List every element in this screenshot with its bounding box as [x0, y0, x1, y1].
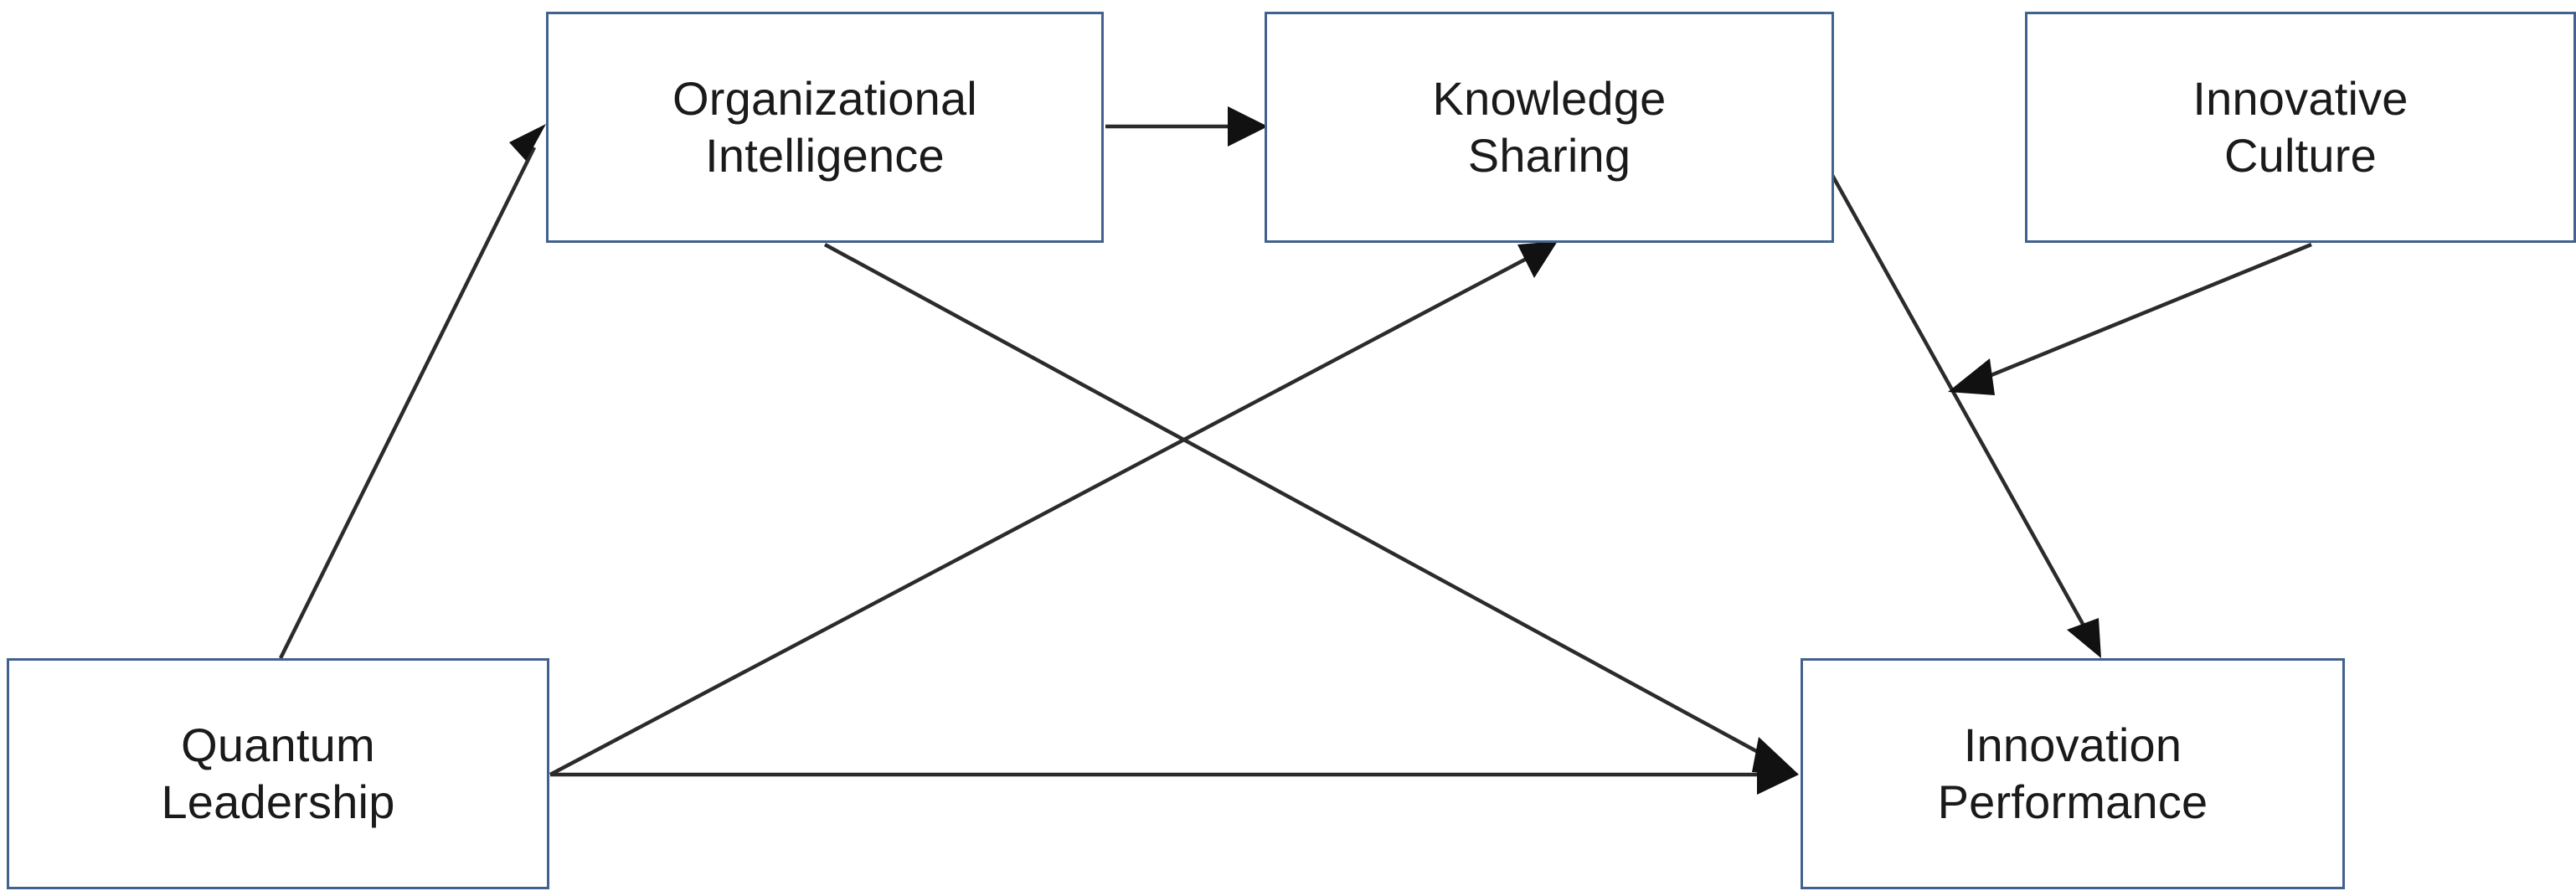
node-label-innovative-culture: Innovative Culture [2192, 71, 2409, 182]
edge-quantum-leadership-to-knowledge-sharing [549, 241, 1558, 776]
node-label-innovation-performance: Innovation Performance [1937, 718, 2208, 828]
edge-innovative-culture-moderator [1948, 242, 2312, 395]
edge-knowledge-sharing-to-innovation-performance [1804, 126, 2101, 658]
arrowhead-icon [1948, 358, 1995, 395]
arrowhead-icon [1517, 241, 1558, 278]
node-quantum-leadership[interactable]: Quantum Leadership [7, 658, 549, 889]
node-organizational-intelligence[interactable]: Organizational Intelligence [546, 12, 1104, 243]
edge-organizational-intelligence-to-innovation-performance [823, 243, 1799, 775]
arrowhead-icon [1757, 754, 1799, 795]
edge-quantum-leadership-to-organizational-intelligence [278, 124, 546, 660]
edge-quantum-leadership-to-innovation-performance [550, 754, 1799, 795]
arrowhead-icon [1228, 106, 1268, 147]
node-knowledge-sharing[interactable]: Knowledge Sharing [1265, 12, 1834, 243]
edge-line [549, 253, 1536, 776]
node-label-organizational-intelligence: Organizational Intelligence [672, 71, 977, 182]
edge-organizational-intelligence-to-knowledge-sharing [1105, 106, 1268, 147]
node-innovative-culture[interactable]: Innovative Culture [2025, 12, 2576, 243]
edge-line [278, 146, 537, 660]
arrowhead-icon [2067, 618, 2101, 658]
node-innovation-performance[interactable]: Innovation Performance [1801, 658, 2345, 889]
node-label-knowledge-sharing: Knowledge Sharing [1432, 71, 1667, 182]
edge-line [1982, 242, 2312, 381]
arrowhead-icon [509, 124, 546, 161]
node-label-quantum-leadership: Quantum Leadership [161, 718, 395, 828]
edge-line [823, 243, 1770, 760]
edge-line [1804, 126, 2089, 633]
